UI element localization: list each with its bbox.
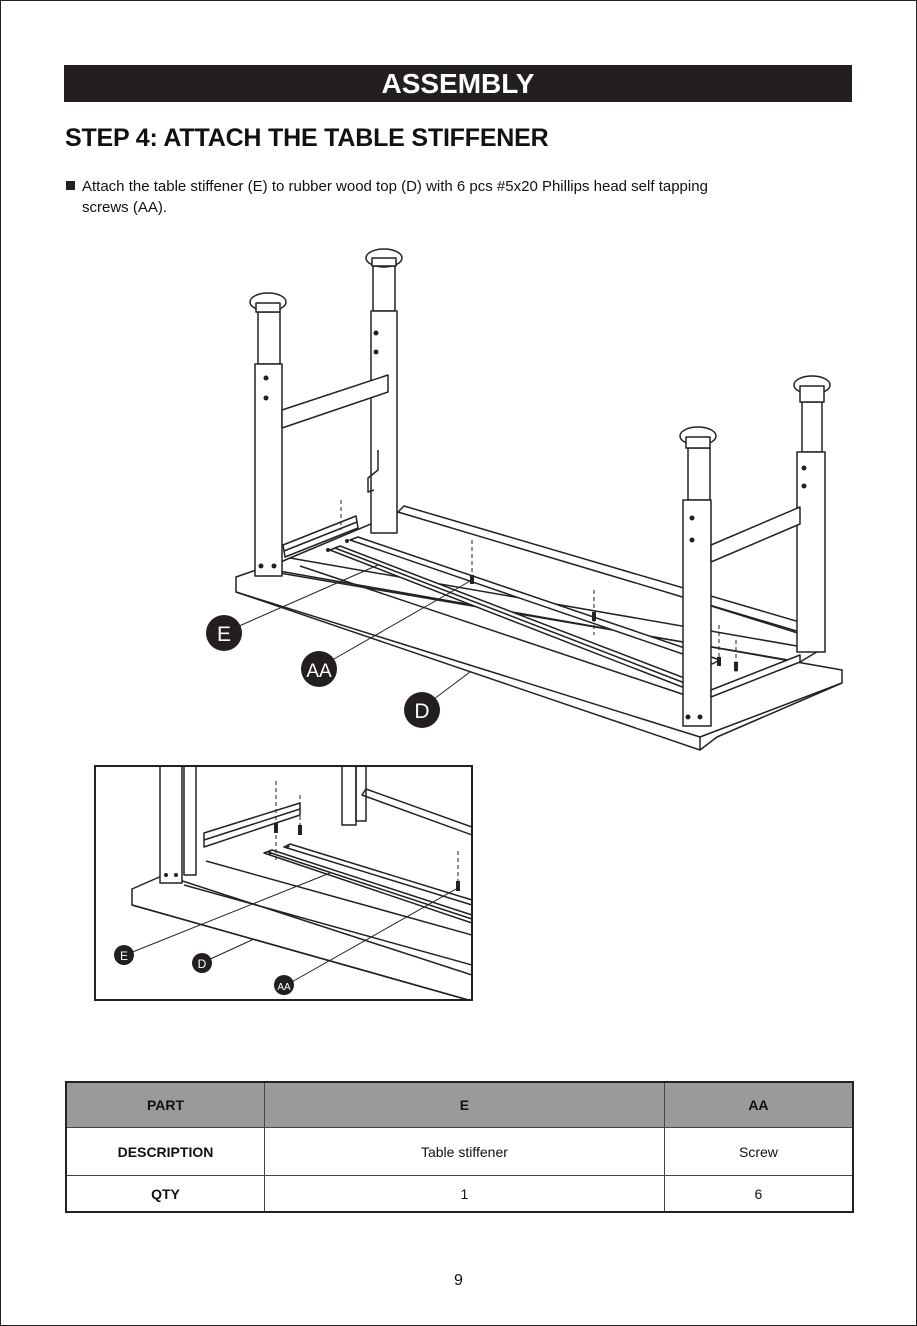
table-cell: 1 <box>265 1176 665 1213</box>
table-header-cell: E <box>265 1082 665 1128</box>
table-row: DESCRIPTION Table stiffener Screw <box>66 1128 853 1176</box>
page-number: 9 <box>0 1272 917 1290</box>
table-header-cell: AA <box>664 1082 853 1128</box>
table-row: QTY 1 6 <box>66 1176 853 1213</box>
parts-table: PART E AA DESCRIPTION Table stiffener Sc… <box>65 1081 854 1213</box>
table-row-label: DESCRIPTION <box>66 1128 265 1176</box>
inset-callout-d: D <box>198 957 207 971</box>
inset-callout-e: E <box>120 949 128 963</box>
table-assembly-illustration: E AA D <box>0 0 917 780</box>
table-row-label: QTY <box>66 1176 265 1213</box>
callout-aa: AA <box>306 661 332 682</box>
table-cell: 6 <box>664 1176 853 1213</box>
callout-d: D <box>414 700 429 723</box>
table-cell: Screw <box>664 1128 853 1176</box>
inset-callout-aa: AA <box>277 982 291 993</box>
table-header-cell: PART <box>66 1082 265 1128</box>
table-cell: Table stiffener <box>265 1128 665 1176</box>
table-header-row: PART E AA <box>66 1082 853 1128</box>
inset-detail-illustration: E D AA <box>94 765 474 1001</box>
callout-e: E <box>217 623 231 646</box>
